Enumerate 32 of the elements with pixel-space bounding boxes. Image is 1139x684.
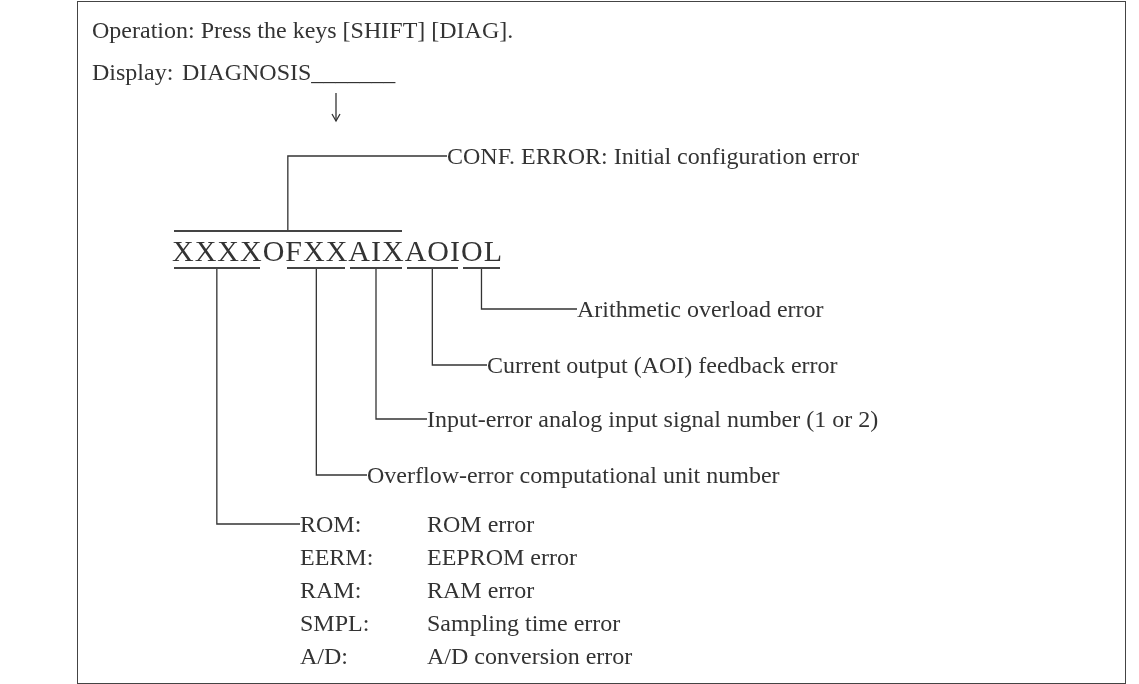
instruction-text: Operation: Press the keys [SHIFT] [DIAG].: [92, 16, 514, 45]
underline-bar: [174, 267, 260, 269]
error-code: ROM:: [300, 510, 363, 539]
arrow: [331, 92, 341, 122]
underline-bar: [406, 267, 458, 269]
error-code: A/D:: [300, 642, 349, 671]
error-code-readout: XXXXOFXXAIXAOIOL: [172, 234, 503, 268]
leader-line: [287, 155, 448, 231]
error-code: SMPL:: [300, 609, 371, 638]
overline-bar: [174, 230, 402, 232]
callout-text: Input-error analog input signal number (1 or 2): [427, 404, 879, 434]
display-label: Display:: [92, 58, 174, 87]
leader-line: [480, 268, 578, 310]
callout-text: Arithmetic overload error: [577, 294, 824, 324]
leader-line: [216, 268, 301, 525]
error-description: Sampling time error: [427, 609, 622, 638]
underline-bar: [350, 267, 402, 269]
leader-line: [315, 268, 368, 476]
leader-line: [375, 268, 428, 420]
error-description: EEPROM error: [427, 543, 578, 572]
display-readout: DIAGNOSIS_______: [182, 57, 396, 87]
underline-bar: [287, 267, 346, 269]
error-description: ROM error: [427, 510, 536, 539]
callout-text: Current output (AOI) feedback error: [487, 350, 838, 380]
underline-bar: [462, 267, 500, 269]
callout-text: CONF. ERROR: Initial configuration error: [447, 141, 860, 171]
error-code: EERM:: [300, 543, 375, 572]
leader-line: [431, 268, 488, 366]
callout-text: Overflow-error computational unit number: [367, 460, 780, 490]
error-code: RAM:: [300, 576, 363, 605]
error-description: RAM error: [427, 576, 536, 605]
error-description: A/D conversion error: [427, 642, 633, 671]
